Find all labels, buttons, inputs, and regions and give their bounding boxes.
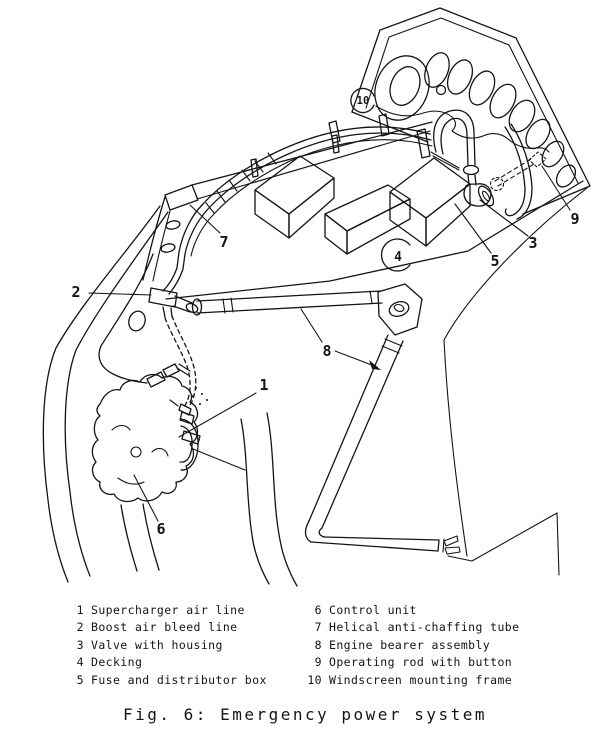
supercharger-air-line (160, 113, 433, 295)
legend: 1 Supercharger air line 2 Boost air bleed … (0, 602, 610, 689)
legend-item: 9 Operating rod with button (302, 654, 519, 671)
legend-item-label: Decking (91, 655, 143, 670)
legend-item-number: 8 (314, 637, 322, 652)
callout-8: 8 (322, 342, 331, 360)
legend-item-label: Boost air bleed line (91, 620, 238, 635)
callout-labels: 1 2 3 4 5 6 7 8 9 10 (71, 87, 580, 538)
legend-item-label: Helical anti-chaffing tube (329, 620, 520, 635)
operating-rod-with-button (494, 151, 547, 187)
legend-item: 6 Control unit (302, 602, 519, 619)
legend-item-number: 6 (314, 603, 322, 617)
legend-item-number: 9 (314, 655, 322, 670)
legend-item-number: 7 (314, 620, 322, 635)
legend-item: 5 Fuse and distributor box (64, 672, 300, 689)
legend-item-number: 10 (307, 672, 322, 687)
callout-6: 6 (156, 520, 165, 538)
emergency-power-system-diagram: 1 2 3 4 5 6 7 8 9 10 (42, 7, 591, 587)
legend-item: 3 Valve with housing (64, 637, 300, 654)
legend-item: 2 Boost air bleed line (64, 619, 300, 636)
deck-blocks (254, 155, 411, 255)
legend-item-label: Valve with housing (91, 637, 223, 652)
callout-4: 4 (394, 250, 402, 265)
engine-bearer-assembly (191, 283, 461, 555)
fuselage-edges (443, 187, 588, 576)
callout-2: 2 (71, 283, 80, 301)
air-line-connection (179, 411, 246, 471)
control-unit (91, 363, 246, 503)
callout-3: 3 (528, 234, 537, 252)
fuse-distributor-box (389, 157, 471, 247)
windscreen-side-brace (504, 123, 533, 220)
legend-column-left: 1 Supercharger air line 2 Boost air bleed … (64, 602, 300, 689)
figure-caption: Fig. 6: Emergency power system (123, 705, 487, 724)
legend-item-label: Operating rod with button (329, 655, 513, 670)
callout-9: 9 (570, 210, 579, 228)
callout-10: 10 (357, 95, 370, 107)
legend-item-label: Fuse and distributor box (91, 672, 267, 687)
legend-item-label: Engine bearer assembly (329, 637, 491, 652)
callout-5: 5 (490, 252, 499, 270)
legend-item: 4 Decking (64, 654, 300, 671)
legend-item: 8 Engine bearer assembly (302, 637, 519, 654)
legend-item: 10 Windscreen mounting frame (302, 672, 519, 689)
engine-mount-rings (42, 205, 298, 587)
legend-item-number: 2 (76, 620, 84, 635)
legend-item-label: Control unit (329, 603, 417, 617)
legend-item: 7 Helical anti-chaffing tube (302, 619, 519, 636)
legend-item-label: Supercharger air line (91, 603, 245, 617)
legend-item-number: 1 (76, 603, 84, 617)
helical-anti-chaffing-tube (205, 152, 277, 214)
valve-with-housing (430, 109, 505, 207)
callout-7: 7 (219, 233, 228, 251)
legend-item: 1 Supercharger air line (64, 602, 300, 619)
legend-item-number: 4 (76, 655, 84, 670)
legend-item-number: 5 (76, 672, 84, 687)
windscreen-mounting-frame (351, 7, 591, 215)
callout-1: 1 (259, 376, 268, 394)
legend-item-label: Windscreen mounting frame (329, 672, 513, 687)
legend-column-right: 6 Control unit 7 Helical anti-chaffing tub… (302, 602, 519, 689)
legend-item-number: 3 (76, 637, 84, 652)
